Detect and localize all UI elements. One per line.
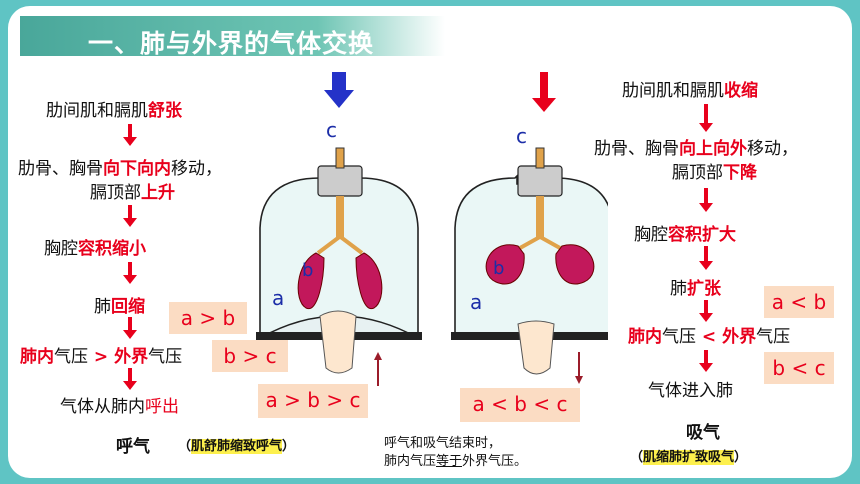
left-step-1: 肋间肌和膈肌舒张 bbox=[46, 101, 182, 121]
right-step-4: 胸腔容积扩大 bbox=[634, 225, 736, 245]
label-c-left: c bbox=[326, 118, 337, 142]
label-b-left: b bbox=[302, 260, 314, 281]
exhale-label: 呼气 bbox=[116, 437, 150, 457]
pressure-box-a-lt-b-lt-c: a < b < c bbox=[460, 388, 580, 422]
down-arrow-icon bbox=[123, 124, 137, 146]
right-step-1: 肋间肌和膈肌收缩 bbox=[622, 81, 758, 101]
down-arrow-icon bbox=[699, 300, 713, 322]
right-step-2: 肋骨、胸骨向上向外移动， bbox=[594, 139, 798, 159]
center-note-line-1: 呼气和吸气结束时， bbox=[384, 436, 502, 451]
center-note-line-2: 肺内气压等于外界气压。 bbox=[384, 454, 528, 469]
down-arrow-icon bbox=[699, 246, 713, 270]
exhale-jar bbox=[256, 72, 422, 386]
inhale-note: （肌缩肺扩致吸气） bbox=[630, 450, 748, 465]
inhale-label: 吸气 bbox=[686, 423, 720, 443]
right-step-6: 肺内气压 < 外界气压 bbox=[628, 327, 791, 347]
pressure-box-a-gt-b: a > b bbox=[169, 302, 247, 334]
down-arrow-icon bbox=[123, 262, 137, 284]
right-step-5: 肺扩张 bbox=[670, 279, 721, 299]
right-step-7: 气体进入肺 bbox=[648, 381, 733, 401]
left-step-5: 肺回缩 bbox=[94, 297, 145, 317]
exhale-note: （肌舒肺缩致呼气） bbox=[178, 439, 296, 454]
up-arrow-icon bbox=[324, 72, 354, 108]
left-step-6: 肺内气压 > 外界气压 bbox=[20, 347, 183, 367]
left-step-4: 胸腔容积缩小 bbox=[44, 239, 146, 259]
pressure-box-b-lt-c: b < c bbox=[764, 352, 834, 384]
title-bar bbox=[20, 16, 445, 56]
down-arrow-icon bbox=[123, 368, 137, 390]
left-step-3: 膈顶部上升 bbox=[90, 183, 175, 203]
inhale-jar bbox=[451, 72, 608, 384]
page-title: 一、肺与外界的气体交换 bbox=[88, 29, 375, 58]
right-step-3: 膈顶部下降 bbox=[672, 163, 757, 183]
down-arrow-icon bbox=[699, 350, 713, 372]
label-b-right: b bbox=[493, 258, 505, 279]
pressure-box-a-gt-b-gt-c: a > b > c bbox=[258, 384, 368, 418]
bell-jar-diagram bbox=[256, 72, 608, 386]
left-step-7: 气体从肺内呼出 bbox=[60, 397, 179, 417]
left-step-2: 肋骨、胸骨向下向内移动， bbox=[18, 159, 222, 179]
down-arrow-icon bbox=[123, 205, 137, 227]
down-arrow-icon bbox=[532, 98, 556, 112]
down-arrow-icon bbox=[699, 104, 713, 132]
pressure-box-b-gt-c: b > c bbox=[212, 340, 288, 372]
label-c-right: c bbox=[516, 124, 527, 148]
pressure-box-a-lt-b: a < b bbox=[764, 286, 834, 318]
label-a-right: a bbox=[470, 290, 483, 314]
label-a-left: a bbox=[272, 286, 285, 310]
down-arrow-icon bbox=[699, 188, 713, 212]
down-arrow-icon bbox=[123, 317, 137, 339]
slide: 一、肺与外界的气体交换 肋间肌和膈肌舒张 肋骨、胸骨向下向内移动， 膈顶部上升 … bbox=[8, 6, 852, 478]
